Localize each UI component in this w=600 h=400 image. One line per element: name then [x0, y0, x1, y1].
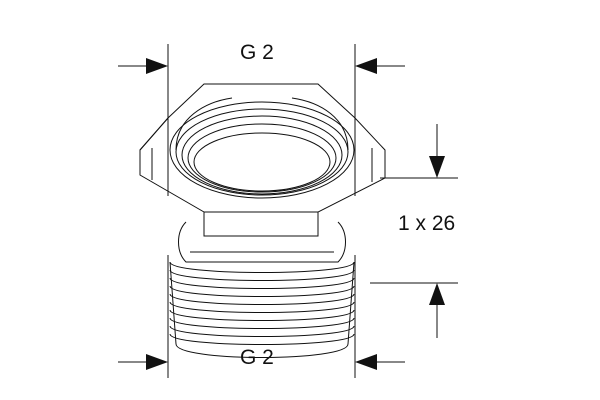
- thread-end-bottom: [175, 343, 349, 358]
- thread-ring-8: [169, 317, 355, 329]
- thread-size-label: 1 x 26: [398, 212, 456, 235]
- neck-outline: [178, 221, 346, 263]
- arrowhead-vertical-top: [429, 156, 445, 178]
- arrowhead-top-right: [355, 58, 377, 74]
- thread-ring-1: [169, 261, 355, 273]
- hex-nut-outline: [139, 83, 386, 237]
- thread-ring-5: [169, 293, 355, 305]
- arrowhead-bottom-left: [146, 354, 168, 370]
- bore-thread-arc-left: [175, 97, 233, 151]
- bore-thread-1: [175, 108, 349, 196]
- arrowhead-top-left: [146, 58, 168, 74]
- bore-thread-3: [187, 123, 337, 193]
- bore-outer: [169, 101, 355, 199]
- thread-ring-10: [169, 333, 355, 345]
- top-thread-label: G 2: [240, 41, 274, 64]
- arrowhead-bottom-right: [355, 354, 377, 370]
- thread-ring-3: [169, 277, 355, 289]
- bore-thread-arc-right: [291, 97, 349, 151]
- thread-ring-2: [169, 269, 355, 281]
- bore-thread-2: [181, 115, 343, 195]
- bottom-thread-label: G 2: [240, 346, 274, 369]
- thread-side-right: [347, 261, 355, 345]
- bore-inner: [193, 132, 331, 192]
- thread-ring-4: [169, 285, 355, 297]
- thread-ring-9: [169, 325, 355, 337]
- thread-ring-6: [169, 301, 355, 313]
- arrowhead-vertical-bottom: [429, 283, 445, 305]
- thread-side-left: [169, 261, 177, 345]
- thread-ring-7: [169, 309, 355, 321]
- hex-edge-left-lower: [139, 117, 169, 151]
